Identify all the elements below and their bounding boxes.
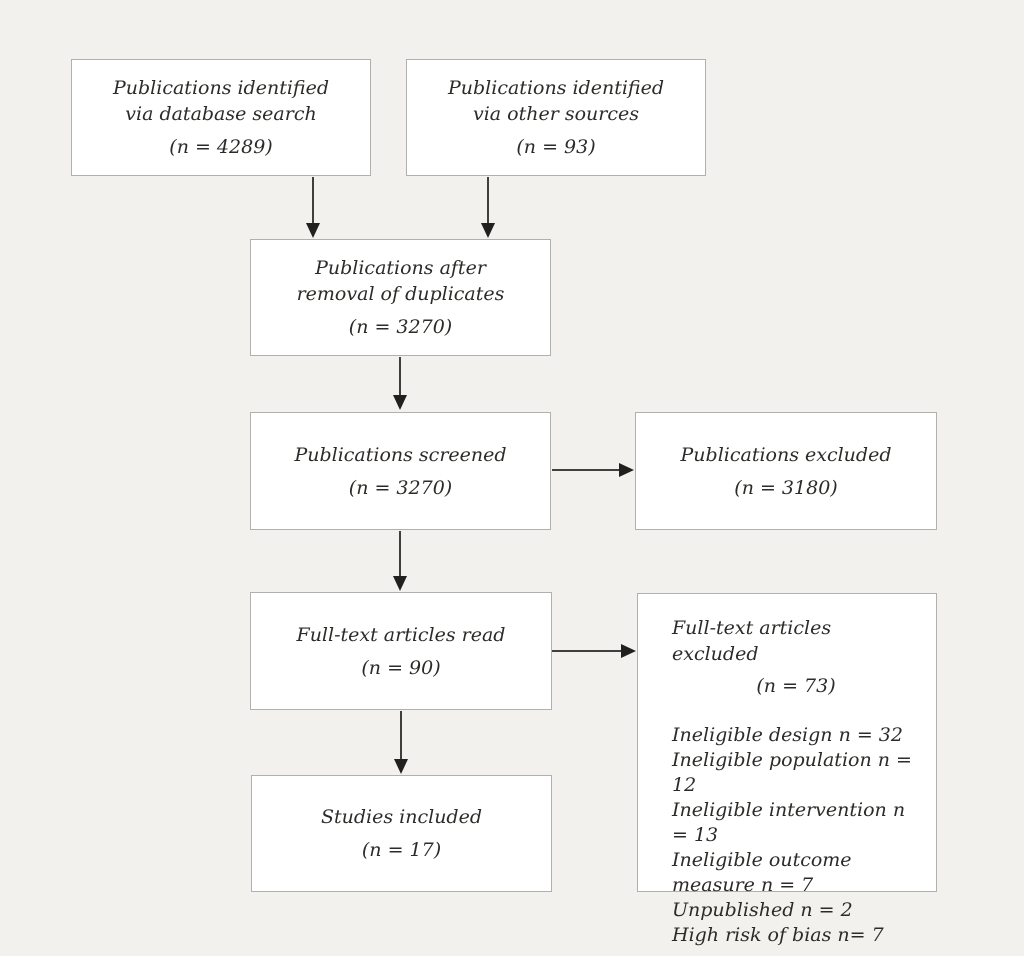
exclusion-reason: Ineligible population n = 12	[672, 749, 912, 796]
box-line: Publications identified	[113, 77, 329, 99]
exclusion-reason: Ineligible intervention n = 13	[672, 799, 906, 846]
arrow-screened-to-fulltext	[393, 531, 407, 591]
box-line: Publications screened	[294, 443, 507, 466]
arrow-database-to-duplicates	[306, 177, 320, 238]
flow-box-duplicates-removed: Publications after removal of duplicates…	[250, 239, 551, 356]
box-line: via other sources	[473, 103, 639, 125]
exclusion-reason-list: Ineligible design n = 32 Ineligible popu…	[672, 723, 920, 948]
box-line: Publications identified	[448, 77, 664, 99]
box-line: Full-text articles excluded	[672, 617, 832, 665]
arrow-screened-to-excluded	[552, 463, 634, 477]
box-line: removal of duplicates	[296, 283, 505, 305]
box-line: Publications excluded	[680, 443, 892, 466]
box-line: Full-text articles read	[296, 623, 506, 646]
box-count: (n = 3270)	[348, 476, 453, 499]
box-line: via database search	[125, 103, 317, 125]
exclusion-reason: Ineligible outcome measure n = 7	[672, 849, 852, 896]
flow-box-fulltext-excluded: Full-text articles excluded (n = 73) Ine…	[637, 593, 937, 946]
flow-box-publications-excluded: Publications excluded (n = 3180)	[635, 412, 937, 530]
box-line: Publications after	[315, 257, 486, 279]
exclusion-reason: Ineligible design n = 32	[672, 724, 903, 746]
box-count: (n = 90)	[361, 656, 441, 679]
arrow-other-to-duplicates	[481, 177, 495, 238]
box-count: (n = 93)	[516, 136, 596, 158]
arrow-fulltext-to-included	[394, 711, 408, 774]
flow-box-fulltext-read: Full-text articles read (n = 90)	[250, 592, 552, 710]
box-count: (n = 73)	[756, 675, 836, 697]
flow-box-database-search: Publications identified via database sea…	[71, 59, 371, 176]
arrow-duplicates-to-screened	[393, 357, 407, 410]
flow-box-other-sources: Publications identified via other source…	[406, 59, 706, 176]
exclusion-reason: High risk of bias n= 7	[672, 924, 884, 946]
exclusion-reason: Unpublished n = 2	[672, 899, 853, 921]
flow-box-screened: Publications screened (n = 3270)	[250, 412, 551, 530]
arrow-fulltext-to-excluded	[552, 644, 636, 658]
box-count: (n = 17)	[361, 839, 442, 861]
box-count: (n = 3270)	[348, 316, 453, 338]
box-count: (n = 4289)	[169, 136, 273, 158]
flow-box-studies-included: Studies included (n = 17)	[251, 775, 552, 892]
box-count: (n = 3180)	[734, 476, 838, 499]
box-line: Studies included	[321, 806, 482, 828]
